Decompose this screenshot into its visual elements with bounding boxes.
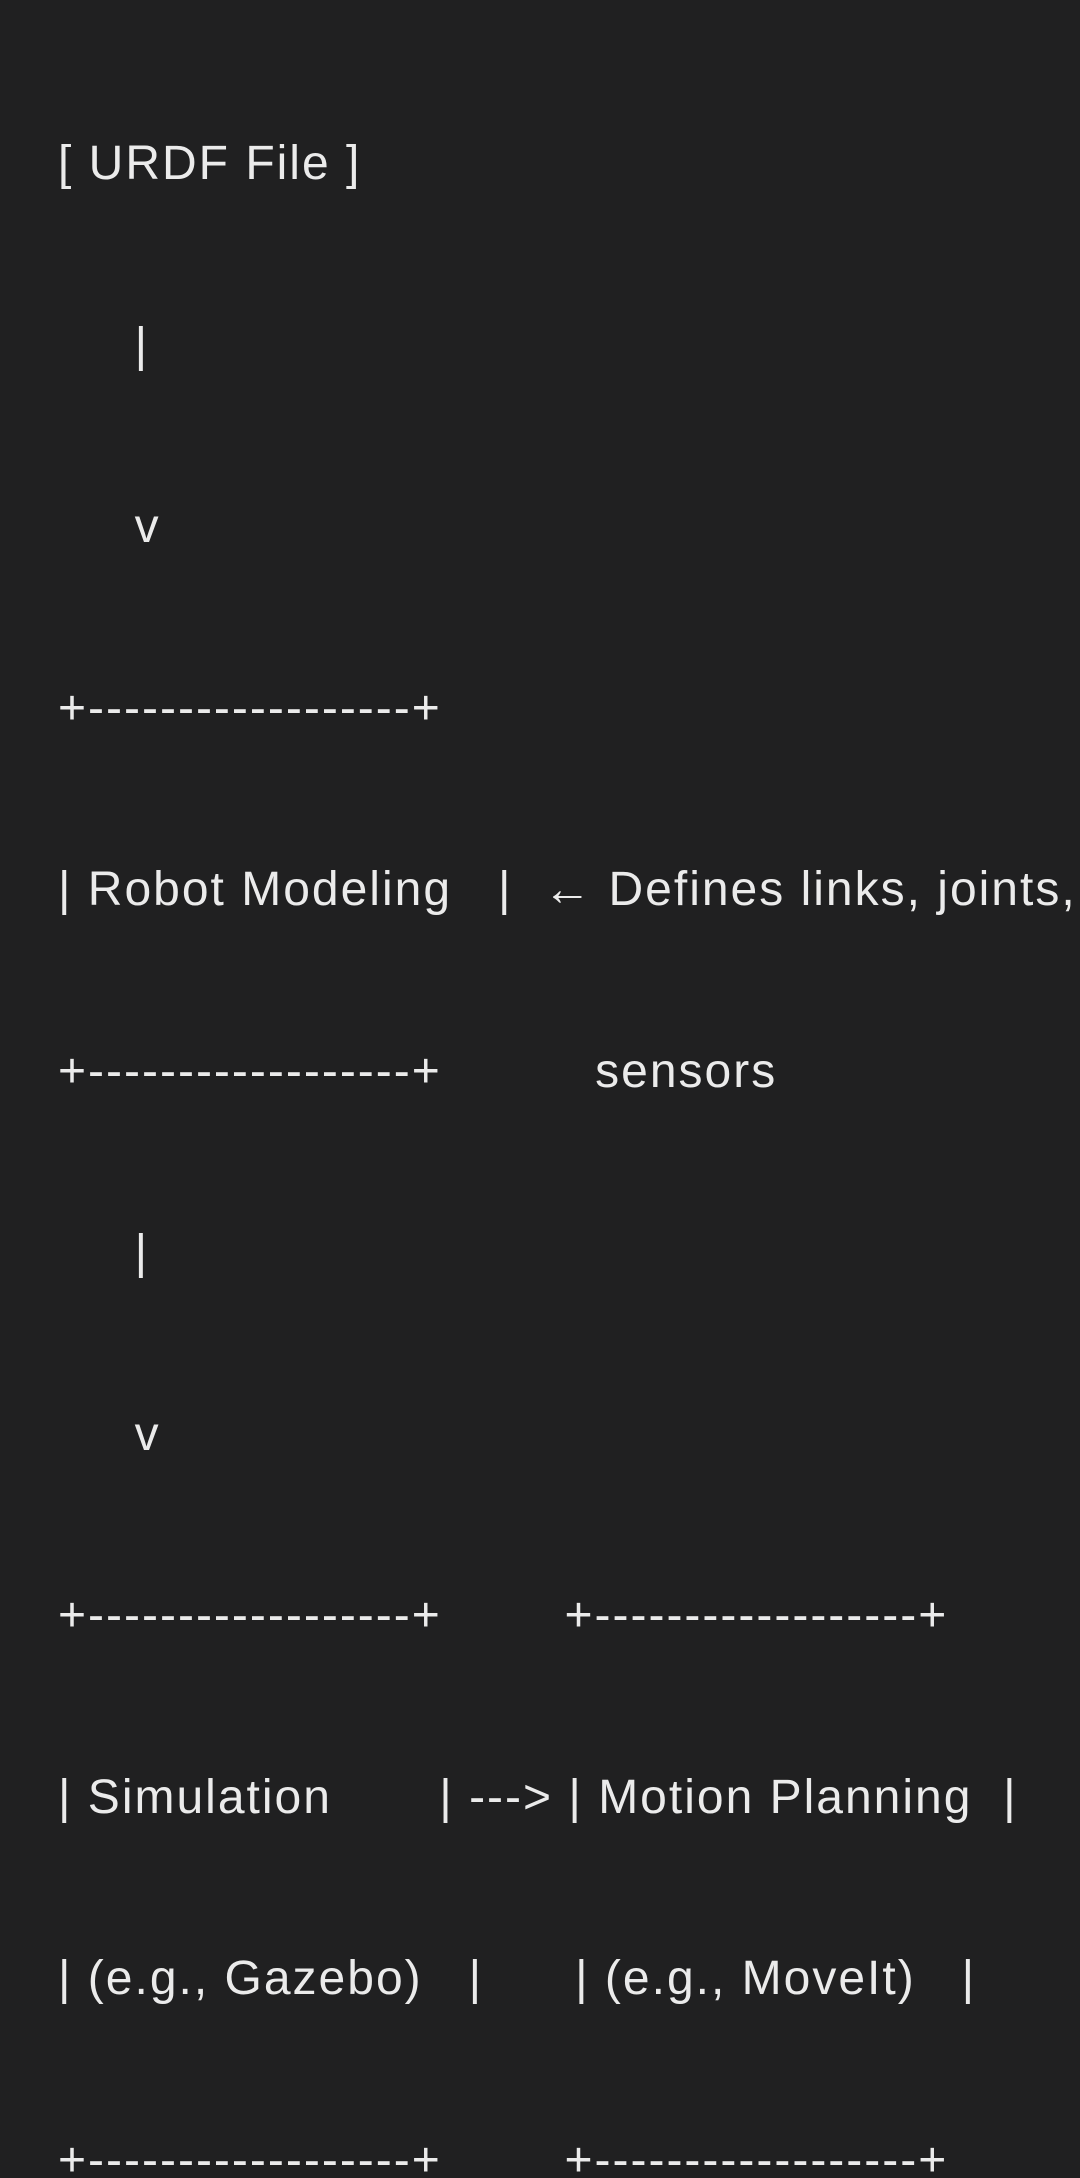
row-gazebo-moveit: | (e.g., Gazebo) | | (e.g., MoveIt) | bbox=[58, 1949, 1080, 2010]
row-robot-modeling-with-annotation: | Robot Modeling | ← Defines links, join… bbox=[58, 860, 1080, 921]
box-bottom-border-robot-modeling-annotation: +------------------+ sensors bbox=[58, 1042, 1080, 1103]
connector-pipe: | bbox=[58, 316, 1080, 377]
connector-pipe: | bbox=[58, 1223, 1080, 1284]
connector-arrowhead-down: v bbox=[58, 1405, 1080, 1466]
connector-arrowhead-down: v bbox=[58, 497, 1080, 558]
node-urdf-file: [ URDF File ] bbox=[58, 134, 1080, 195]
row-simulation-arrow-motion-planning: | Simulation | ---> | Motion Planning | bbox=[58, 1768, 1080, 1829]
ascii-flow-diagram: [ URDF File ] | v +------------------+ |… bbox=[0, 0, 1080, 1089]
box-bottom-borders-simulation-motion-planning: +------------------+ +------------------… bbox=[58, 2131, 1080, 2178]
box-top-border-robot-modeling: +------------------+ bbox=[58, 679, 1080, 740]
box-top-borders-simulation-motion-planning: +------------------+ +------------------… bbox=[58, 1586, 1080, 1647]
